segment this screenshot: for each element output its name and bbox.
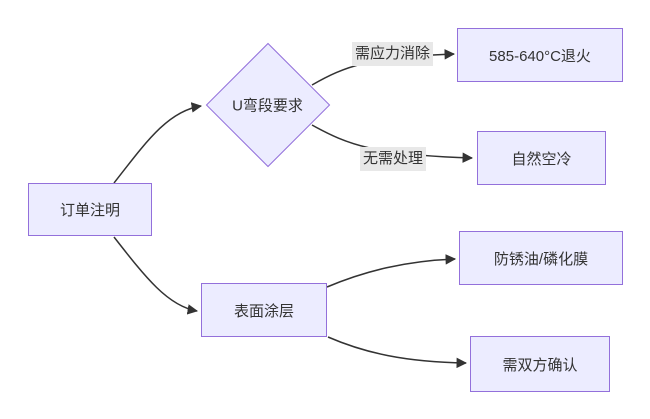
edge-order-to-ubend [113,102,203,184]
edge-order-to-coating [113,236,199,315]
node-annealing-label: 585-640°C退火 [489,47,591,65]
edge-coating-to-antirust [326,254,457,288]
node-u-bend-decision: U弯段要求 [205,42,330,168]
edge-label-stress-relief: 需应力消除 [352,42,434,66]
node-antirust-label: 防锈油/磷化膜 [493,250,589,268]
node-confirm-label: 需双方确认 [502,356,578,374]
node-antirust: 防锈油/磷化膜 [459,231,623,285]
node-surface-coating-label: 表面涂层 [233,302,294,320]
node-order-note-label: 订单注明 [59,202,120,219]
node-order-note: 订单注明 [28,183,152,236]
node-u-bend-label: U弯段要求 [232,97,303,115]
node-air-cooling: 自然空冷 [477,131,606,185]
edge-coating-to-confirm [327,336,468,369]
edge-label-stress-relief-text: 需应力消除 [355,45,431,62]
node-confirm: 需双方确认 [470,336,610,392]
node-air-cooling-label: 自然空冷 [511,150,572,168]
node-annealing: 585-640°C退火 [457,28,623,82]
edge-label-no-treatment-text: 无需处理 [363,150,424,167]
edge-label-no-treatment: 无需处理 [360,147,427,171]
node-surface-coating: 表面涂层 [201,283,327,337]
